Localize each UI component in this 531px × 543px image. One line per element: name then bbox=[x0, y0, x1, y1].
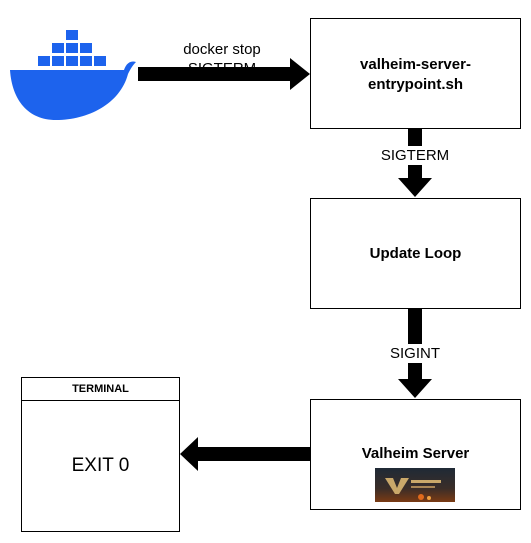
arrow-docker-to-entrypoint bbox=[138, 58, 310, 90]
docker-whale-icon bbox=[10, 30, 136, 120]
arrow-server-to-terminal bbox=[180, 437, 310, 471]
edge-label-docker-stop: docker stop SIGTERM bbox=[172, 40, 272, 78]
entrypoint-node-label: valheim-server-entrypoint.sh bbox=[360, 56, 471, 93]
entrypoint-node: valheim-server-entrypoint.sh bbox=[310, 18, 521, 129]
terminal-body: EXIT 0 bbox=[22, 401, 179, 531]
edge-label-sigint: SIGINT bbox=[383, 344, 447, 363]
update-loop-node: Update Loop bbox=[310, 198, 521, 309]
valheim-server-node: Valheim Server bbox=[310, 399, 521, 510]
edge-label-docker-stop-line1: docker stop bbox=[183, 41, 261, 58]
terminal-node: TERMINAL EXIT 0 bbox=[21, 377, 180, 532]
update-loop-node-label: Update Loop bbox=[369, 245, 462, 262]
valheim-logo-icon bbox=[375, 468, 455, 502]
terminal-exit-text: EXIT 0 bbox=[71, 455, 130, 476]
terminal-title: TERMINAL bbox=[22, 378, 179, 401]
edge-label-docker-stop-line2: SIGTERM bbox=[187, 60, 257, 77]
valheim-server-node-label: Valheim Server bbox=[361, 445, 470, 462]
edge-label-sigterm: SIGTERM bbox=[373, 146, 457, 165]
